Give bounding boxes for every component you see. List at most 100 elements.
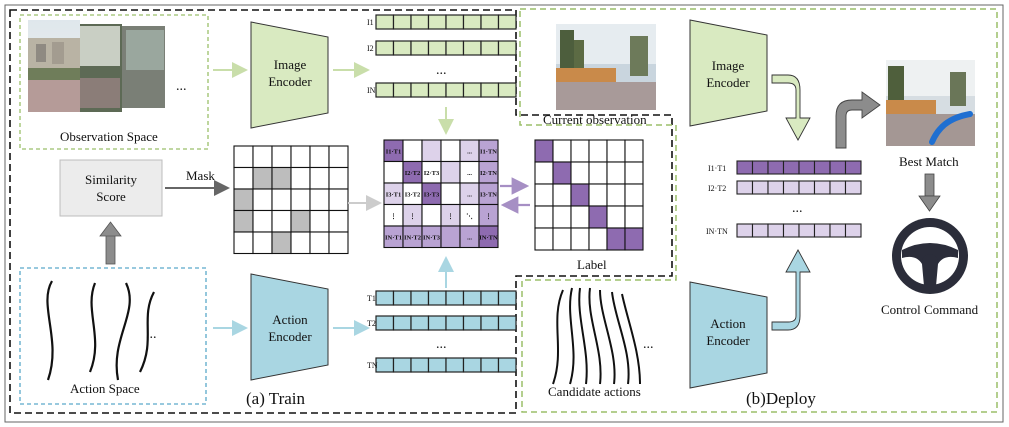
score-row-1-cell — [813, 160, 831, 175]
label-cell — [552, 139, 572, 163]
candidate-actions-label: Candidate actions — [548, 384, 641, 399]
label-cell — [624, 161, 644, 185]
score-row-n-cell — [782, 223, 800, 238]
action-encoder-deploy-line1: Action — [710, 316, 746, 331]
action-token-row-n-cell — [392, 357, 412, 373]
label-cell — [552, 183, 572, 207]
action-token-row-n-cell — [445, 357, 465, 373]
action-encoder-deploy — [689, 281, 768, 389]
score-row-2-cell — [798, 180, 816, 195]
image-token-row-n-cell — [392, 82, 412, 98]
action-token-row-n-cell — [410, 357, 430, 373]
label-cell — [624, 227, 644, 251]
action-encoder-train — [250, 273, 329, 381]
action-token-row-n-cell — [480, 357, 500, 373]
score-row-1-cell — [782, 160, 800, 175]
similarity-cell-text: I3·TN — [480, 191, 497, 198]
label-cell — [534, 183, 554, 207]
mask-cell — [252, 231, 273, 255]
label-cell — [606, 205, 626, 229]
action-token-row-1-cell — [480, 290, 500, 306]
action-encoder-deploy-line2: Encoder — [706, 333, 750, 348]
action-token-row-2-cell — [375, 315, 395, 331]
score-row-1-cell — [767, 160, 785, 175]
label-cell — [534, 139, 554, 163]
similarity-cell-text: IN·T2 — [404, 234, 421, 241]
mask-cell — [328, 209, 349, 233]
image-token-row-1-cell — [375, 14, 395, 30]
image-token-2-label: I2 — [367, 44, 374, 53]
label-cell — [588, 227, 608, 251]
mask-cell — [328, 166, 349, 190]
deploy-frame — [519, 8, 998, 413]
image-token-row-1-cell — [445, 14, 465, 30]
action-token-ellipsis: ... — [436, 337, 447, 352]
action-token-row-n-cell — [427, 357, 447, 373]
action-encoder-train-line2: Encoder — [268, 329, 312, 344]
mask-cell — [233, 188, 254, 212]
image-token-row-n-cell — [375, 82, 395, 98]
similarity-cell — [440, 160, 461, 184]
image-token-row-n-cell — [410, 82, 430, 98]
similarity-cell-text: I2·T2 — [405, 170, 421, 177]
similarity-cell-text: ... — [467, 170, 472, 177]
mask-cell — [233, 231, 254, 255]
label-cell — [606, 183, 626, 207]
mask-cell — [328, 188, 349, 212]
similarity-cell-text: IN·T1 — [385, 234, 402, 241]
image-encoder-deploy — [689, 19, 768, 127]
label-cell — [552, 161, 572, 185]
current-observation-photo — [556, 24, 656, 110]
action-token-row-n-cell — [462, 357, 482, 373]
control-command-label: Control Command — [881, 302, 979, 317]
mask-label: Mask — [186, 168, 215, 183]
similarity-cell — [421, 203, 442, 227]
image-encoder-train — [250, 21, 329, 129]
similarity-cell — [421, 139, 442, 163]
similarity-cell-text: I3·T2 — [405, 191, 421, 198]
action-token-n-label: TN — [367, 361, 378, 370]
similarity-score-line2: Score — [96, 189, 126, 204]
score-row-n-cell — [751, 223, 769, 238]
mask-cell — [309, 166, 330, 190]
mask-cell — [309, 145, 330, 169]
score-row-1 — [736, 160, 862, 175]
similarity-cell-text: IN·T3 — [423, 234, 441, 241]
action-token-row-n-cell — [497, 357, 517, 373]
label-cell — [534, 161, 554, 185]
score-row-1-cell — [829, 160, 847, 175]
similarity-cell-text: ⋮ — [390, 212, 397, 220]
similarity-cell — [478, 225, 499, 249]
image-token-row-2-cell — [410, 40, 430, 56]
scores-to-best-match-arrow — [835, 91, 881, 149]
action-token-rows — [375, 290, 517, 373]
action-curves — [46, 280, 155, 381]
mask-cell — [271, 188, 292, 212]
mask-cell — [271, 209, 292, 233]
candidate-action-curves — [552, 287, 641, 385]
image-token-row-1 — [375, 14, 517, 30]
image-token-row-n-cell — [462, 82, 482, 98]
score-row-2-cell — [844, 180, 862, 195]
best-match-label: Best Match — [899, 154, 959, 169]
image-token-row-2-cell — [375, 40, 395, 56]
mask-cell — [252, 209, 273, 233]
similarity-cell-text: I1·T1 — [386, 148, 402, 155]
action-encoder-to-scores-arrow — [771, 249, 811, 331]
down-arrow-gray — [918, 173, 941, 212]
mask-cell — [252, 166, 273, 190]
action-token-row-1-cell — [410, 290, 430, 306]
score-row-1-cell — [751, 160, 769, 175]
action-space-box — [19, 267, 207, 405]
image-token-row-1-cell — [462, 14, 482, 30]
action-token-row-1-cell — [462, 290, 482, 306]
label-cell — [624, 139, 644, 163]
label-caption: Label — [577, 257, 607, 272]
action-token-2-label: T2 — [367, 319, 376, 328]
score-row-2-cell — [767, 180, 785, 195]
score-2-label: I2·T2 — [708, 184, 726, 193]
score-row-2 — [736, 180, 862, 195]
image-encoder-to-scores-arrow — [771, 74, 811, 141]
image-token-n-label: IN — [367, 86, 376, 95]
